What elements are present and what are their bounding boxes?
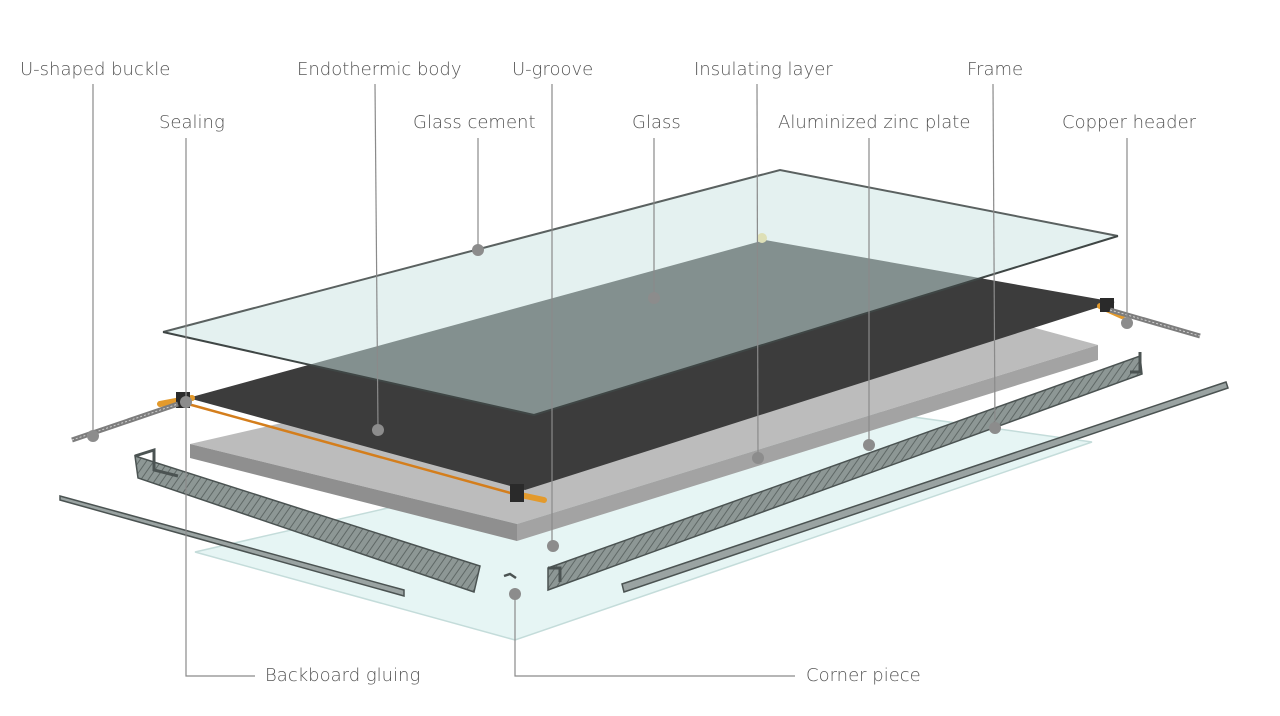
label-frame: Frame xyxy=(967,59,1024,80)
label-copper-header: Copper header xyxy=(1062,112,1197,133)
frame-rail-left xyxy=(134,447,481,593)
label-backboard-gluing: Backboard gluing xyxy=(265,665,421,686)
label-glass: Glass xyxy=(632,112,681,133)
label-insulating-layer: Insulating layer xyxy=(694,59,833,80)
marker-frame xyxy=(989,422,1001,434)
marker-aluminized-zinc-plate xyxy=(863,439,875,451)
glass-cover xyxy=(162,168,1119,417)
corner-piece-shape xyxy=(503,572,517,580)
marker-glass xyxy=(648,292,660,304)
frame-bar-front-left xyxy=(59,495,405,597)
label-u-groove: U-groove xyxy=(512,59,594,80)
label-endothermic-body: Endothermic body xyxy=(297,59,462,80)
marker-endothermic-body xyxy=(372,424,384,436)
marker-u-groove xyxy=(547,540,559,552)
label-aluminized-zinc-plate: Aluminized zinc plate xyxy=(778,112,971,133)
u-shaped-buckle-right xyxy=(1109,307,1201,339)
label-corner-piece: Corner piece xyxy=(806,665,921,686)
marker-glass-cement xyxy=(472,244,484,256)
marker-dots xyxy=(87,244,1133,600)
label-u-shaped-buckle: U-shaped buckle xyxy=(20,59,171,80)
marker-copper-header xyxy=(1121,317,1133,329)
marker-corner-piece xyxy=(509,588,521,600)
frame-rail-right xyxy=(547,352,1143,592)
leader-lines xyxy=(92,83,1128,677)
label-glass-cement: Glass cement xyxy=(413,112,536,133)
marker-insulating-layer xyxy=(752,452,764,464)
marker-u-shaped-buckle xyxy=(87,430,99,442)
frame-bar-front-right xyxy=(621,381,1229,593)
marker-sealing xyxy=(180,396,192,408)
label-sealing: Sealing xyxy=(159,112,225,133)
